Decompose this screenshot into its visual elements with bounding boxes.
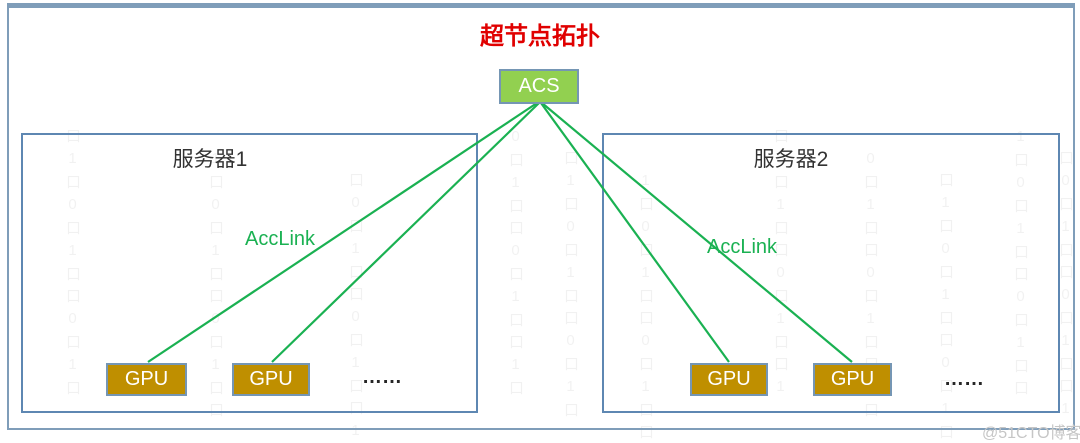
topology-frame	[7, 3, 1075, 430]
acclink-line-acs-gpu1	[147, 102, 538, 363]
gpu-node-label: GPU	[707, 368, 751, 390]
acclink-line-acs-gpu2	[271, 102, 540, 363]
server-1-more-gpus-ellipsis: ……	[362, 366, 402, 388]
server-2-more-gpus-ellipsis: ……	[944, 368, 984, 390]
server-2-box: 服务器2	[602, 133, 1060, 413]
acclink-label-server-2: AccLink	[707, 236, 778, 258]
diagram-title: 超节点拓扑	[480, 23, 600, 50]
acclink-line-acs-gpu4	[541, 102, 853, 363]
gpu-node-label: GPU	[124, 368, 169, 390]
server-1-box: 服务器1	[21, 133, 478, 413]
gpu-node-label: GPU	[249, 368, 293, 390]
server-2-label: 服务器2	[753, 148, 829, 171]
server-2-gpu-1-node: GPU	[690, 363, 768, 396]
acs-node: ACS	[499, 69, 579, 104]
server-1-gpu-1-node: GPU	[106, 363, 187, 396]
acs-node-label: ACS	[518, 75, 560, 97]
gpu-node-label: GPU	[830, 368, 875, 390]
server-1-gpu-2-node: GPU	[232, 363, 310, 396]
acclink-label-server-1: AccLink	[245, 228, 316, 250]
server-2-gpu-2-node: GPU	[813, 363, 892, 396]
acclink-line-acs-gpu3	[540, 102, 730, 363]
site-watermark: @51CTO博客	[982, 425, 1080, 442]
server-1-label: 服务器1	[172, 148, 248, 171]
